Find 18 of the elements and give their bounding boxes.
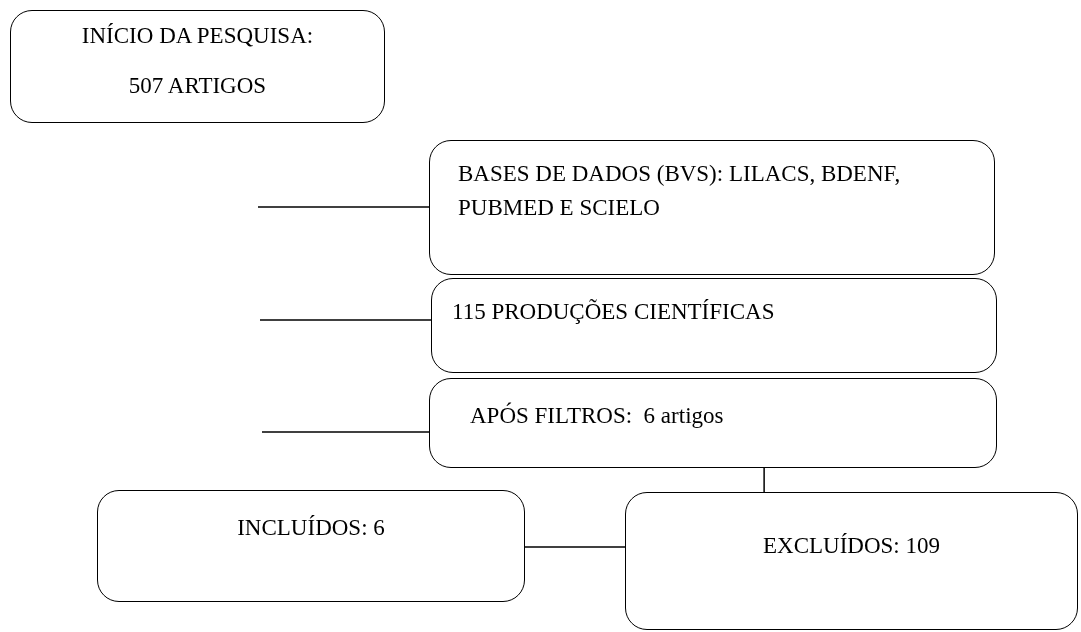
box-text: BASES DE DADOS (BVS): LILACS, BDENF, PUBMED E SCIELO xyxy=(458,160,902,222)
box-text: APÓS FILTROS: 6 artigos xyxy=(470,401,724,430)
connector-line xyxy=(257,206,430,208)
process-box xyxy=(10,10,385,123)
process-box xyxy=(429,378,997,468)
connector-line xyxy=(261,431,430,433)
box-text: INCLUÍDOS: 6 xyxy=(237,514,385,542)
connector-line xyxy=(524,546,626,548)
box-text: 507 ARTIGOS xyxy=(128,72,267,100)
box-text: INÍCIO DA PESQUISA: xyxy=(81,22,314,50)
box-text: EXCLUÍDOS: 109 xyxy=(763,532,940,560)
process-box xyxy=(625,492,1078,630)
process-box xyxy=(431,278,997,373)
connector-line xyxy=(763,467,765,493)
box-text: 115 PRODUÇÕES CIENTÍFICAS xyxy=(452,298,775,326)
process-box xyxy=(97,490,525,602)
connector-line xyxy=(259,319,432,321)
process-box xyxy=(429,140,995,275)
